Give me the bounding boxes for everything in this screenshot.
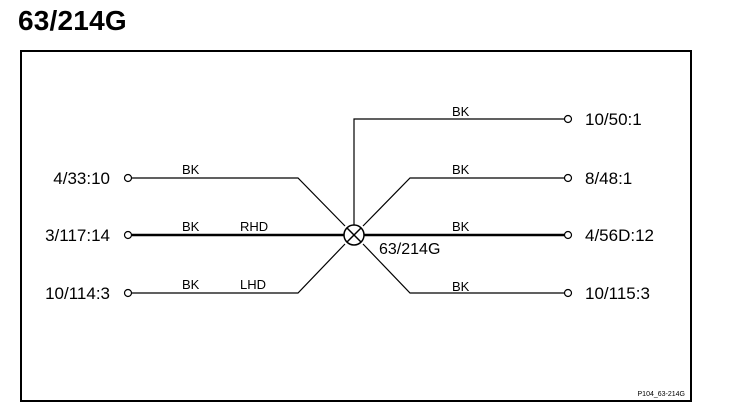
terminal-circle-middle-right: [563, 230, 573, 240]
terminal-circle-lower-left: [123, 288, 133, 298]
splice-icon: [343, 224, 365, 246]
terminal-circle-top-right: [563, 114, 573, 124]
terminal-circle-middle-left: [123, 230, 133, 240]
terminal-circle-lower-right: [563, 288, 573, 298]
route-label-rhd: RHD: [240, 219, 268, 234]
terminal-circle-upper-right: [563, 173, 573, 183]
route-label-lhd: LHD: [240, 277, 266, 292]
terminal-label-lower-left: 10/114:3: [45, 284, 110, 303]
terminal-label-middle-left: 3/117:14: [45, 226, 110, 245]
terminal-circle-upper-left: [123, 173, 133, 183]
wire-lower-left: [132, 243, 346, 294]
wire-upper-right: [362, 177, 565, 227]
wire-color-lower-left: BK: [182, 277, 200, 292]
figure-reference: P104_63-214G: [638, 391, 685, 398]
splice-label: 63/214G: [379, 241, 440, 258]
diagram-frame: [20, 50, 692, 402]
terminal-label-lower-right: 10/115:3: [585, 284, 650, 303]
terminal-label-middle-right: 4/56D:12: [585, 226, 654, 245]
terminal-label-upper-left: 4/33:10: [53, 169, 110, 188]
wire-upper-left: [132, 177, 346, 227]
wire-color-middle-left: BK: [182, 219, 200, 234]
terminal-label-upper-right: 8/48:1: [585, 169, 632, 188]
wire-color-top-right: BK: [452, 104, 470, 119]
wire-color-middle-right: BK: [452, 219, 470, 234]
wire-lower-right: [362, 243, 565, 294]
page-title: 63/214G: [18, 5, 127, 36]
wire-top-right: [353, 118, 565, 229]
wire-color-upper-left: BK: [182, 162, 200, 177]
wire-color-upper-right: BK: [452, 162, 470, 177]
terminal-label-top-right: 10/50:1: [585, 110, 642, 129]
wire-color-lower-right: BK: [452, 279, 470, 294]
